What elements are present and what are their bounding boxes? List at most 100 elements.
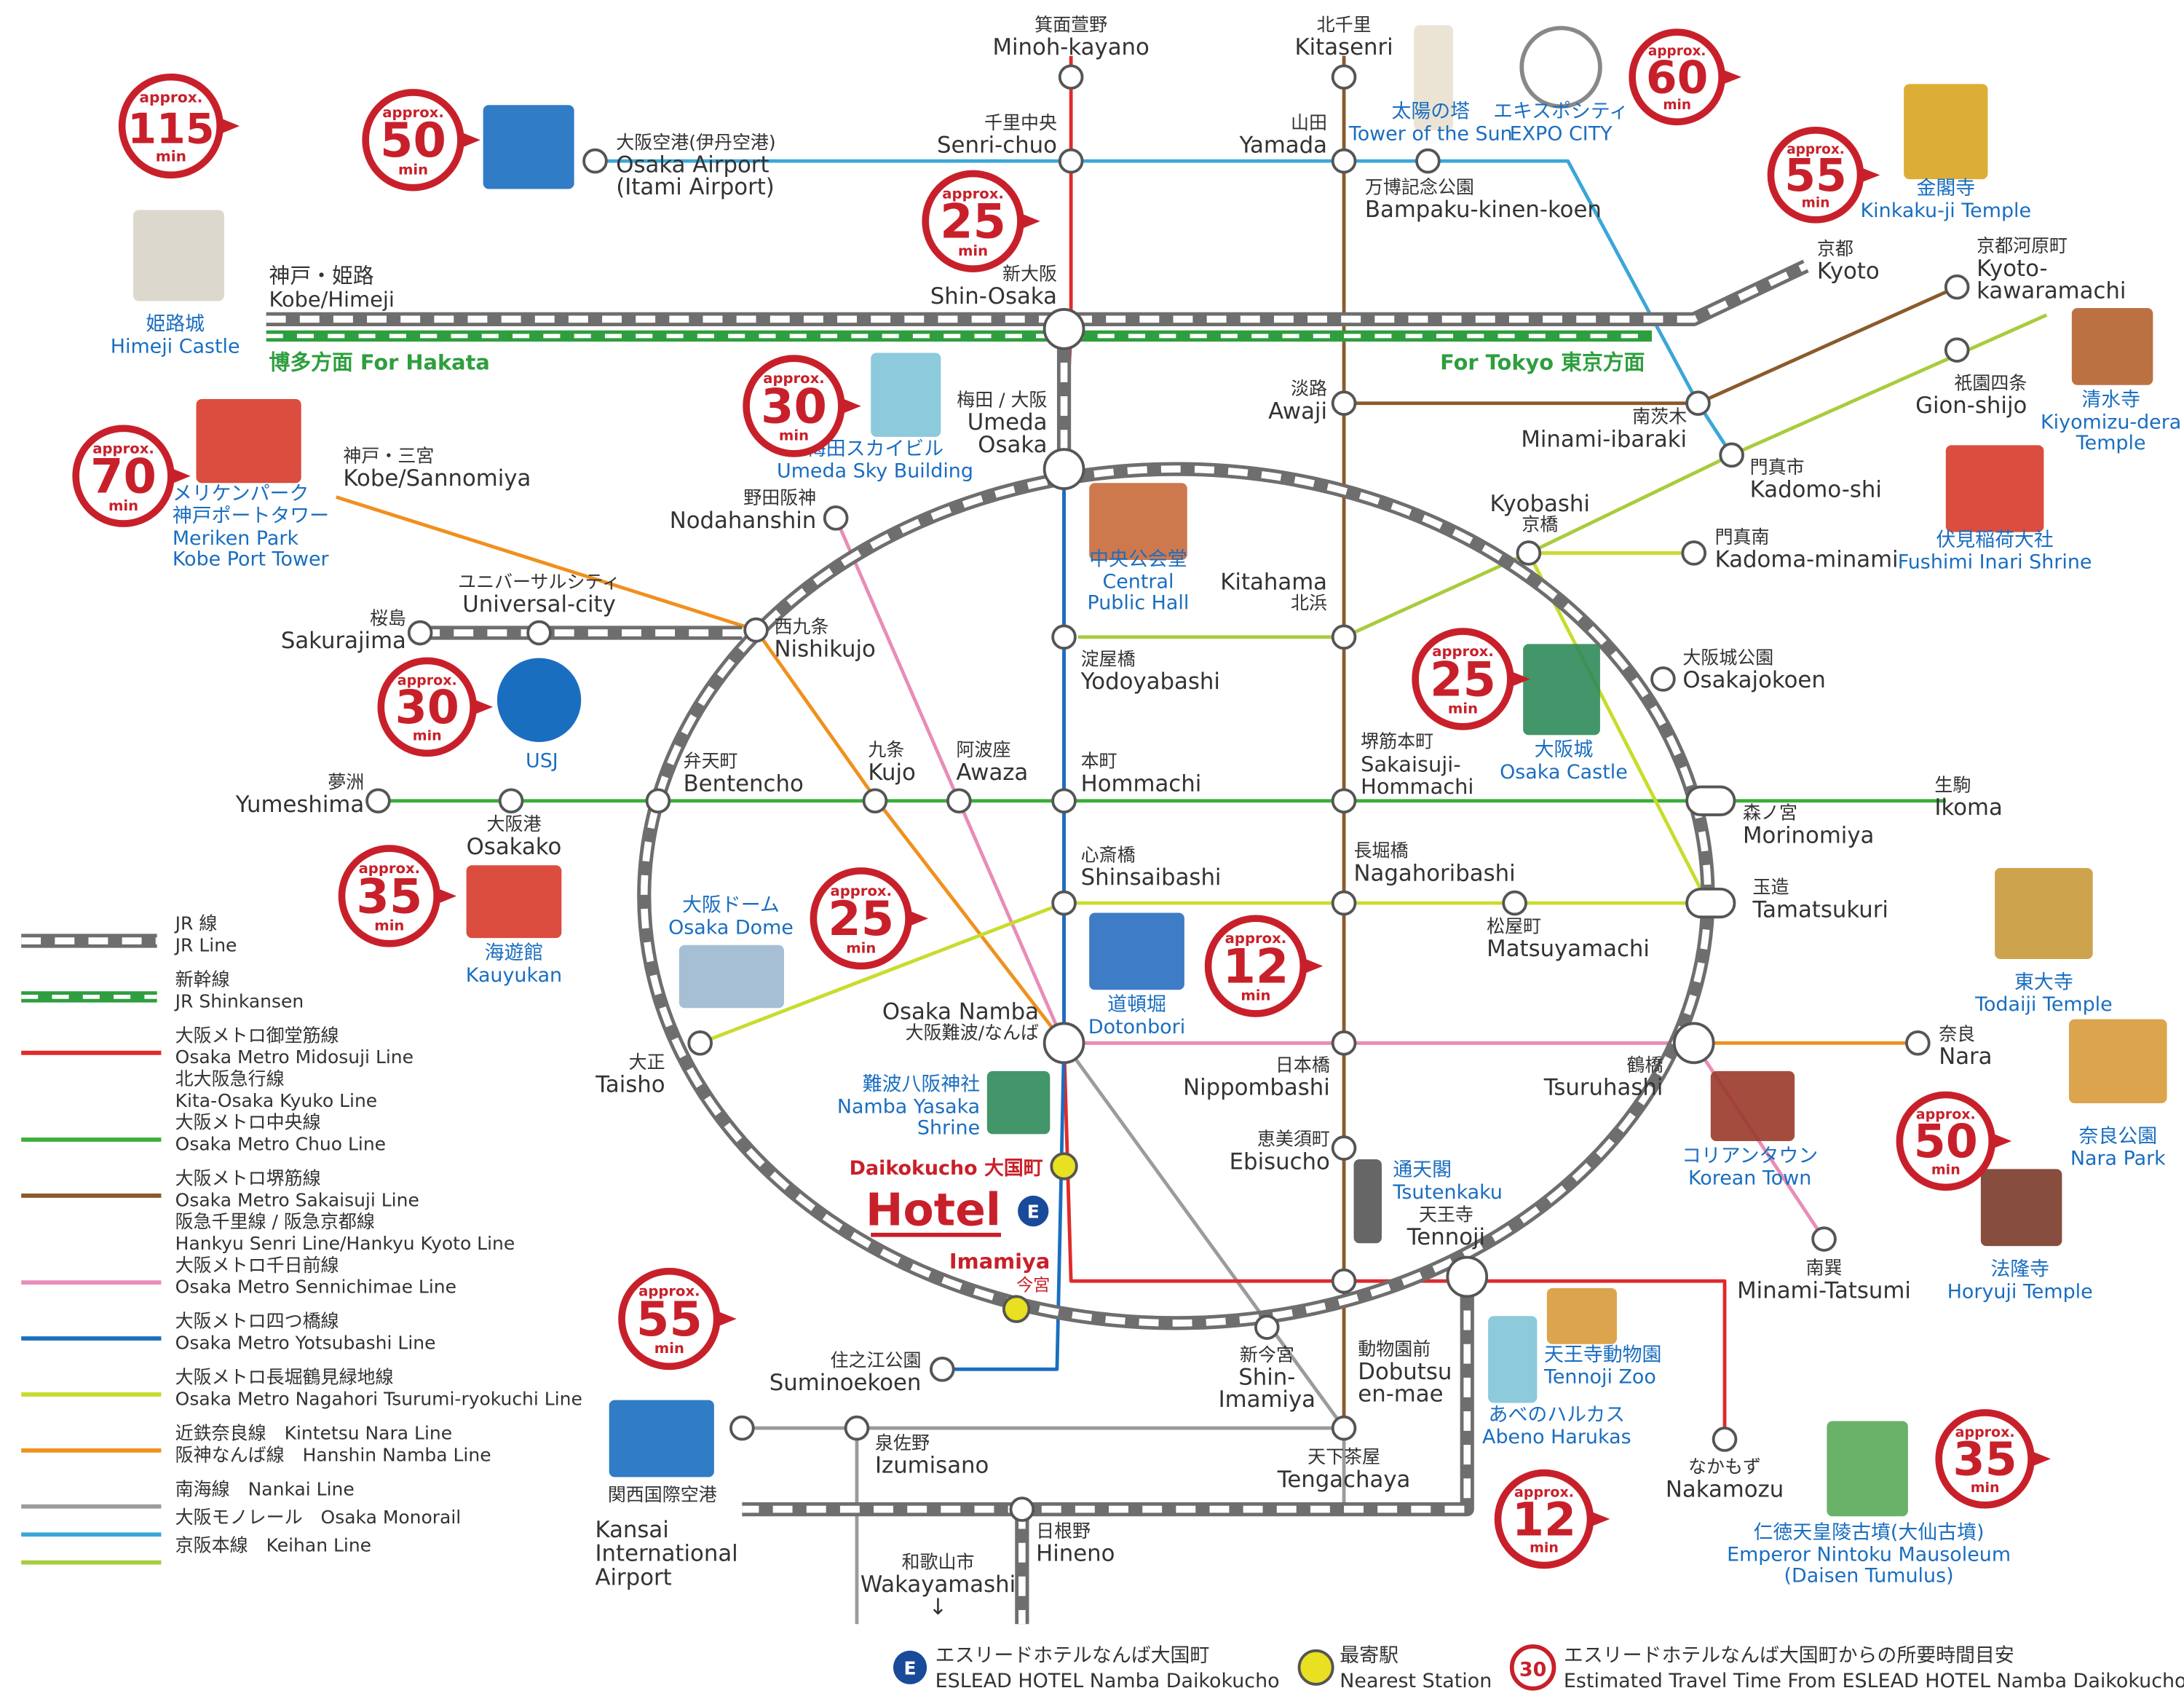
node-dobutsuen [1331, 1268, 1357, 1294]
badge-min: min [108, 497, 138, 514]
badge-value: 25 [828, 891, 894, 947]
footer-hotel-en: ESLEAD HOTEL Namba Daikokucho [935, 1670, 1280, 1692]
node-nippombashi [1331, 1030, 1357, 1056]
badge-value: 55 [636, 1292, 703, 1347]
umeda-sky-building-icon [871, 352, 941, 437]
badge-min: min [846, 939, 876, 956]
badge-value: 35 [356, 869, 422, 924]
badge-approx: approx. [382, 104, 444, 121]
badge-value: 50 [380, 113, 446, 168]
badge-approx: approx. [397, 672, 457, 688]
badge-approx: approx. [1955, 1424, 2015, 1440]
tsutenkaku-icon [1353, 1159, 1382, 1244]
legend-label-nankai: 南海線 Nankai Line [175, 1478, 355, 1499]
badge-approx: approx. [1648, 44, 1706, 59]
node-morinomiya [1685, 785, 1736, 816]
node-bampaku [1415, 148, 1441, 174]
harukas-en: Abeno Harukas [1482, 1426, 1631, 1448]
badge-min: min [374, 918, 404, 934]
station-kyoto-en: Kyoto [1817, 259, 1880, 285]
station-wakayama-en: Wakayamashi↓ [860, 1571, 1016, 1620]
fushimi-en: Fushimi Inari Shrine [1898, 551, 2092, 574]
station-izumisano-en: Izumisano [875, 1453, 989, 1479]
station-kyobashi-ja: 京橋 [1522, 514, 1558, 535]
skybuilding-en: Umeda Sky Building [777, 460, 973, 483]
station-osaka_airport-ja: 大阪空港(伊丹空港) [616, 132, 775, 153]
node-hineno [1009, 1496, 1035, 1522]
badge-approx: approx. [139, 89, 202, 106]
station-sannomiya-en: Kobe/Sannomiya [343, 465, 531, 492]
todaiji-icon [1995, 868, 2093, 960]
kaiyukan-en: Kauyukan [466, 964, 562, 987]
station-minami_ibaraki-en: Minami-ibaraki [1521, 426, 1687, 452]
station-awaji-en: Awaji [1268, 398, 1327, 425]
station-suminoekoen-ja: 住之江公園 [831, 1349, 922, 1370]
node-kadomashi [1719, 442, 1744, 468]
station-sakurajima-ja: 桜島 [370, 607, 406, 628]
station-yodoyabashi-en: Yodoyabashi [1080, 668, 1220, 695]
station-tsuruhashi-en: Tsuruhashi [1543, 1074, 1663, 1100]
station-kujo-ja: 九条 [868, 739, 904, 760]
nintoku-mausoleum-icon [1827, 1421, 1908, 1517]
station-tamatsukuri-ja: 玉造 [1752, 877, 1789, 898]
badge-value: 25 [1430, 652, 1496, 707]
badge-approx: approx. [763, 370, 825, 387]
horyuji-en: Horyuji Temple [1947, 1280, 2093, 1303]
station-kitahama-en: Kitahama [1220, 569, 1327, 595]
badge-value: 12 [1222, 939, 1289, 994]
node-daikokucho [1050, 1152, 1078, 1180]
station-dobutsuen-ja: 動物園前 [1358, 1338, 1431, 1360]
badge-approx: approx. [1225, 930, 1287, 947]
narapark-en: Nara Park [2070, 1148, 2166, 1170]
badge-value: 60 [1646, 51, 1709, 103]
station-yumeshima-ja: 夢洲 [328, 771, 364, 792]
itami-airport-icon [483, 105, 574, 189]
dome-en: Osaka Dome [668, 916, 794, 939]
station-osakako-ja: 大阪港 [486, 813, 541, 835]
fushimi-inari-icon [1945, 445, 2044, 532]
node-namba [1042, 1022, 1085, 1065]
node-minami_tatsumi [1811, 1226, 1837, 1252]
zoo-ja: 天王寺動物園 [1544, 1344, 1661, 1366]
node-matsuyamachi [1502, 890, 1527, 916]
station-namba-en: Osaka Namba [882, 999, 1039, 1025]
badge-min: min [1971, 1480, 2000, 1496]
badge-approx: approx. [1432, 643, 1494, 660]
osaka-castle-icon [1523, 644, 1600, 735]
node-suminoekoen [929, 1357, 955, 1382]
kobeport-ja: メリケンパーク神戸ポートタワー [173, 482, 329, 527]
node-imamiya [1002, 1295, 1031, 1323]
badge-min: min [156, 147, 186, 165]
station-yumeshima-en: Yumeshima [235, 792, 364, 818]
badge-min: min [958, 242, 988, 259]
kiyomizu-ja: 清水寺 [2081, 389, 2140, 411]
badge-min: min [1663, 98, 1691, 113]
legend-label-keihan: 京阪本線 Keihan Line [175, 1534, 371, 1555]
station-osakako-en: Osakako [467, 834, 562, 860]
node-nara [1905, 1030, 1931, 1056]
node-yodoyabashi [1051, 624, 1077, 650]
badge-approx: approx. [1514, 1485, 1574, 1501]
narapark-ja: 奈良公園 [2078, 1125, 2157, 1148]
badge-value: 50 [1914, 1114, 1978, 1168]
station-kadoma_minami-ja: 門真南 [1715, 526, 1770, 548]
station-hommachi-en: Hommachi [1081, 770, 1202, 797]
node-osakako [498, 788, 524, 814]
station-sannomiya-ja: 神戸・三宮 [343, 445, 434, 466]
footer-hotel-icon [893, 1650, 927, 1684]
abeno-harukas-icon [1488, 1316, 1538, 1403]
